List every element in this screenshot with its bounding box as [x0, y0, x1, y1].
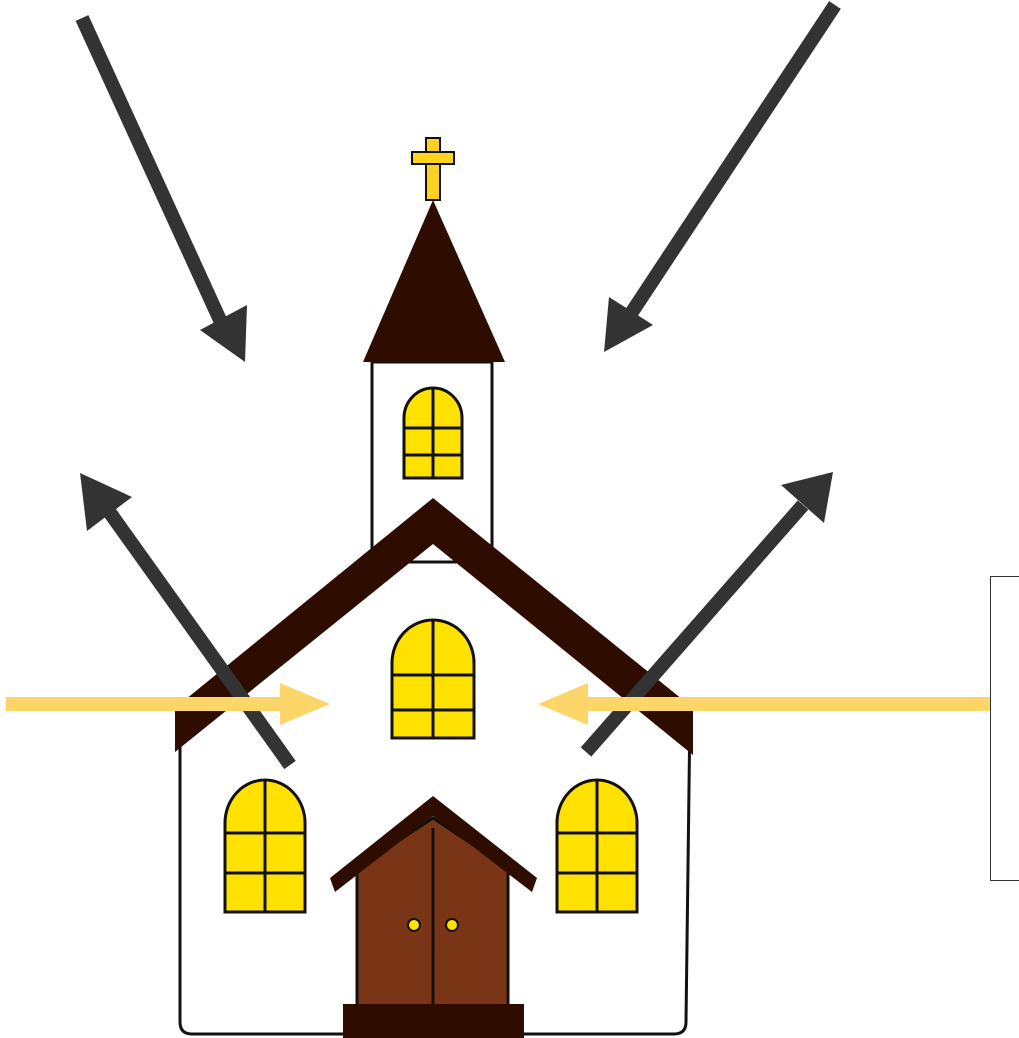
- steeple-spire: [363, 200, 505, 362]
- upper-center-window: [392, 620, 474, 738]
- door-knob-left: [408, 919, 420, 931]
- side-panel-frame: [990, 576, 1019, 881]
- church-step: [343, 1004, 524, 1038]
- church-icon: [175, 138, 693, 1038]
- door-knob-right: [446, 919, 458, 931]
- steeple-window: [404, 388, 462, 478]
- left-window: [225, 780, 305, 912]
- right-window: [557, 780, 637, 912]
- cross-icon: [412, 138, 454, 200]
- arrow-icon: [630, 5, 835, 315]
- arrow-icon: [82, 18, 220, 320]
- arrow-icon: [586, 505, 803, 752]
